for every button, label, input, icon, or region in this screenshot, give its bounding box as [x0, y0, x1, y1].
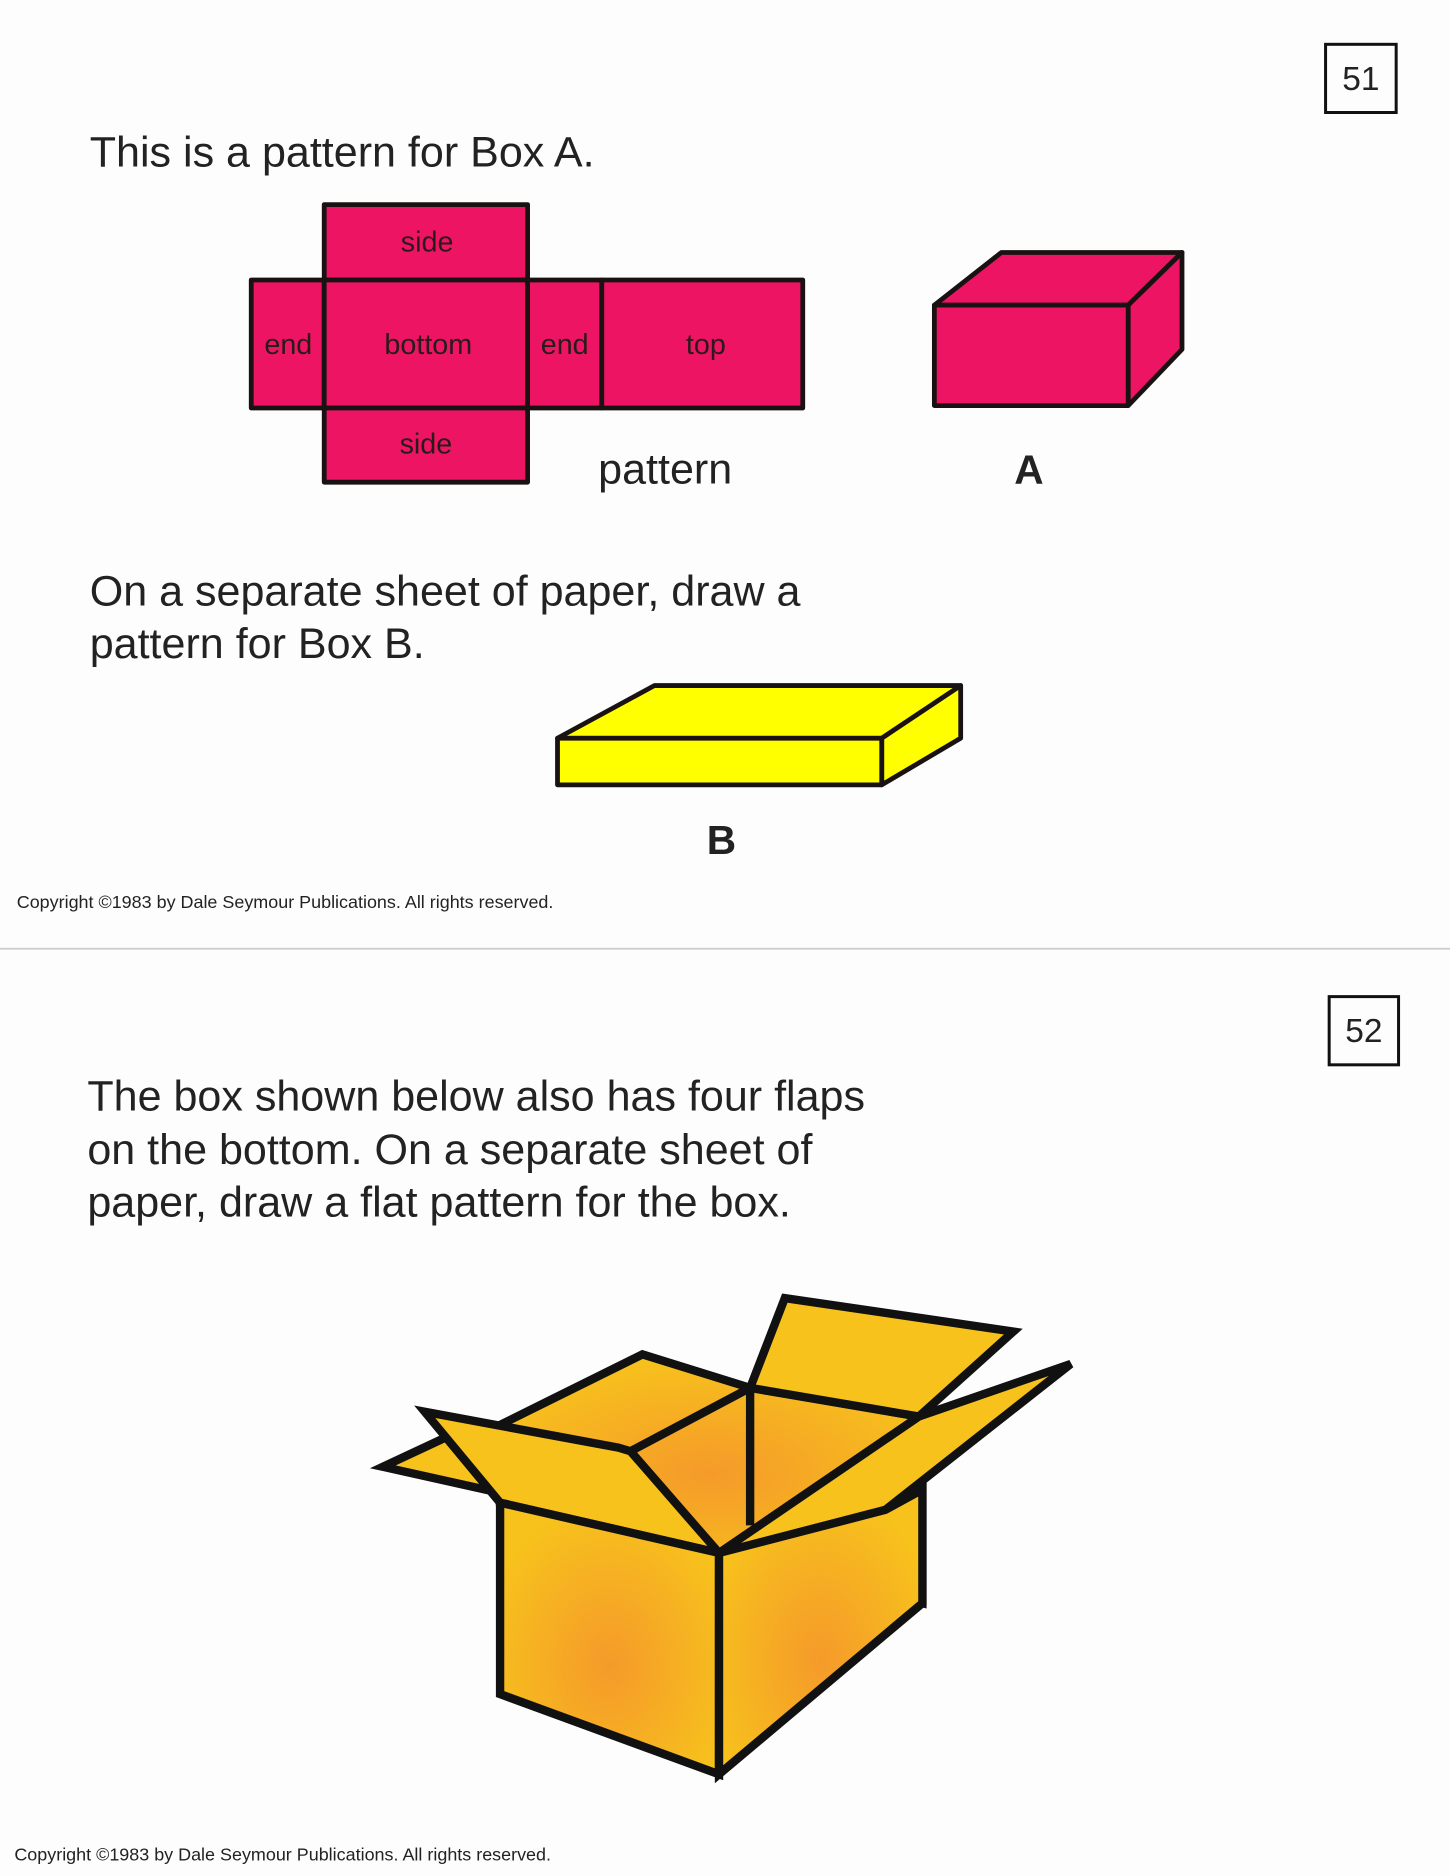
net-end-left	[248, 277, 327, 411]
net-top	[599, 277, 806, 411]
net-label-end-left: end	[264, 329, 312, 361]
net-label-end-right: end	[541, 329, 589, 361]
card-title: This is a pattern for Box A.	[90, 128, 595, 176]
box-b-illustration	[555, 683, 964, 788]
net-label-side-top: side	[401, 226, 454, 258]
text-line-1: The box shown below also has four flaps	[87, 1072, 865, 1120]
box-a-illustration	[931, 250, 1185, 409]
instruction-line-2: pattern for Box B.	[90, 620, 425, 668]
net-end-right	[525, 277, 605, 411]
instruction-line-1: On a separate sheet of paper, draw a	[90, 567, 801, 615]
pattern-caption: pattern	[598, 445, 732, 493]
net-label-side-bottom: side	[400, 428, 453, 460]
box-a-label: A	[1014, 446, 1043, 492]
card-number-box	[1324, 42, 1398, 115]
card-51: 51 This is a pattern for Box A. side end…	[17, 42, 1398, 912]
text-line-2: on the bottom. On a separate sheet of	[87, 1126, 813, 1174]
card-number: 51	[1342, 61, 1379, 98]
box-b-label: B	[707, 817, 736, 863]
open-box-illustration	[369, 1293, 1074, 1784]
card-number-box	[1327, 995, 1401, 1067]
card-52: 52 The box shown below also has four fla…	[14, 995, 1401, 1864]
copyright: Copyright ©1983 by Dale Seymour Publicat…	[14, 1844, 551, 1864]
net-side-bottom	[321, 405, 530, 485]
box-a-pattern-net: side end bottom end top side	[248, 202, 806, 485]
net-label-bottom: bottom	[384, 329, 472, 361]
net-label-top: top	[686, 329, 726, 361]
text-line-3: paper, draw a flat pattern for the box.	[87, 1179, 791, 1227]
card-number: 52	[1345, 1013, 1382, 1050]
copyright: Copyright ©1983 by Dale Seymour Publicat…	[17, 892, 554, 912]
